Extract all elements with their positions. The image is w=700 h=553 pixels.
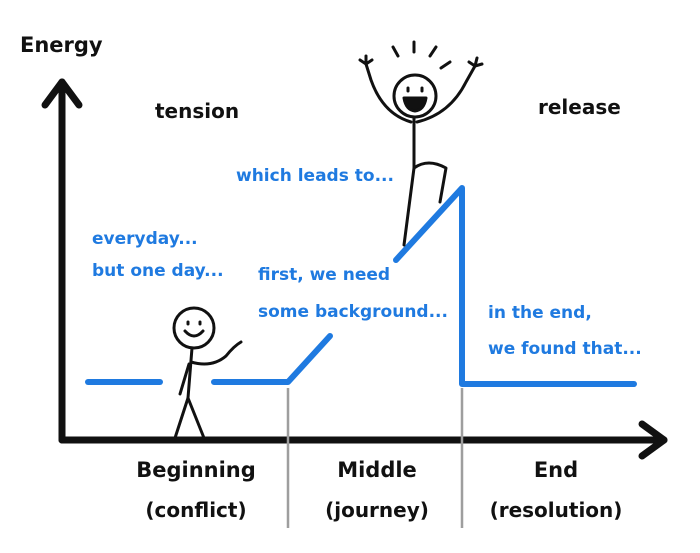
note-some-background: some background...	[258, 302, 448, 322]
label-release: release	[538, 95, 621, 119]
energy-curve	[85, 185, 637, 387]
note-which-leads-to: which leads to...	[236, 166, 394, 186]
excitement-line-3	[428, 45, 438, 58]
small-figure-arm-left	[178, 362, 191, 396]
stick-figure-small	[172, 306, 243, 440]
small-figure-leg-right	[186, 396, 206, 440]
note-but-one-day: but one day...	[92, 261, 224, 281]
excitement-line-4	[439, 60, 452, 70]
y-axis-label: Energy	[20, 33, 103, 57]
note-we-found-that: we found that...	[488, 339, 642, 359]
cheering-figure-hand-right	[467, 56, 484, 68]
axes	[41, 78, 668, 460]
section-beginning-subtitle: (conflict)	[145, 498, 246, 522]
label-tension: tension	[155, 99, 239, 123]
note-everyday: everyday...	[92, 229, 198, 249]
y-axis-arrowhead	[41, 78, 83, 109]
cheering-figure-leg-left	[402, 166, 416, 247]
cheering-figure-hand-left	[358, 54, 374, 66]
cheering-figure-open-mouth	[402, 96, 428, 113]
x-axis-arrowhead	[638, 420, 668, 460]
excitement-line-1	[391, 45, 400, 58]
section-middle-subtitle: (journey)	[325, 498, 429, 522]
section-middle-title: Middle	[337, 458, 417, 482]
curve-segment-climax	[393, 185, 637, 387]
section-beginning-title: Beginning	[136, 458, 256, 482]
note-in-the-end: in the end,	[488, 303, 592, 323]
section-end-title: End	[534, 458, 578, 482]
section-labels: Beginning (conflict) Middle (journey) En…	[136, 458, 622, 522]
small-figure-head	[172, 306, 216, 350]
curve-segment-rise	[211, 333, 333, 385]
cheering-figure-arm-right	[415, 64, 477, 124]
section-end-subtitle: (resolution)	[490, 498, 623, 522]
small-figure-smile	[183, 329, 205, 338]
small-figure-body	[186, 346, 194, 400]
note-first-we-need: first, we need	[258, 265, 390, 285]
cheering-figure-arm-left	[364, 62, 413, 124]
stick-figure-cheering	[358, 40, 484, 247]
small-figure-leg-left	[173, 396, 190, 440]
cheering-figure-leg-right	[412, 161, 448, 204]
small-figure-arm-right	[189, 340, 243, 366]
